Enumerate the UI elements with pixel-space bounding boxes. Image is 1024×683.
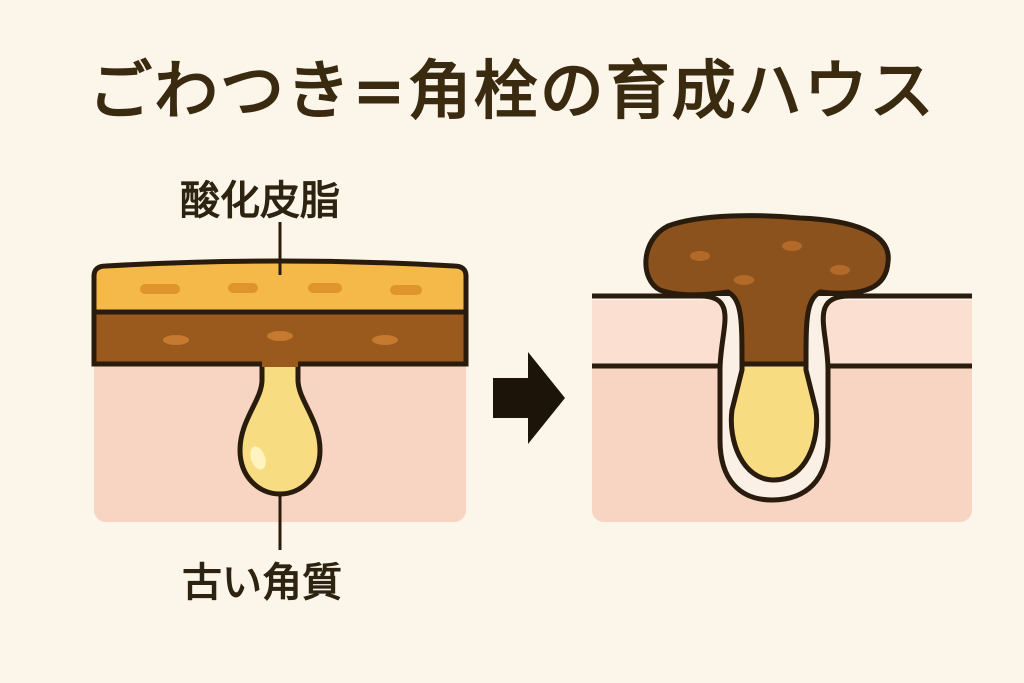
keratin-spot — [372, 335, 398, 345]
keratin-spot — [163, 335, 189, 345]
gland-highlight — [250, 446, 266, 470]
keratin-spot — [267, 331, 293, 341]
plug-spot — [690, 251, 710, 261]
sebum-spot — [308, 283, 342, 293]
arrow-right-icon — [493, 352, 565, 444]
plug-spot — [782, 241, 802, 251]
sebum-spot — [390, 285, 422, 295]
plug-spot — [830, 265, 850, 275]
oxidized-sebum-label: 酸化皮脂 — [180, 178, 340, 224]
diagram-title: ごわつき=角栓の育成ハウス — [88, 55, 936, 129]
right-skin-panel — [592, 213, 972, 522]
sebum-spot — [140, 284, 180, 294]
sebum-spot — [228, 283, 258, 293]
plug-spot — [734, 275, 754, 285]
left-skin-panel — [91, 222, 469, 550]
old-keratin-label: 古い角質 — [182, 560, 342, 606]
oxidized-sebum-layer — [91, 258, 469, 315]
